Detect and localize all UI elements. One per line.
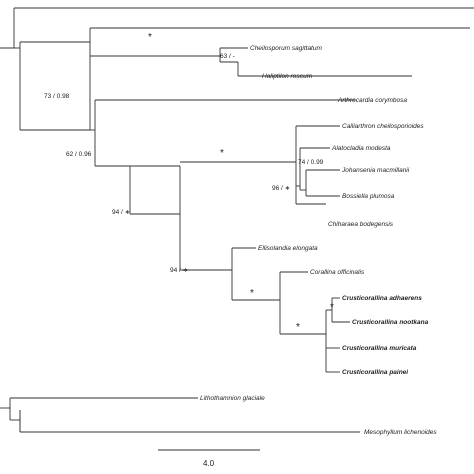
taxon-labels: Cheilosporum sagittatum Haliptilon roseu… <box>200 45 437 436</box>
support-value: 94 / ∗ <box>170 267 188 274</box>
support-value: 62 / 0.96 <box>66 151 92 158</box>
support-star: * <box>296 322 300 333</box>
taxon-label: Cheilosporum sagittatum <box>250 45 322 52</box>
taxon-label: Arthrocardia corymbosa <box>337 97 407 104</box>
support-value: 63 / - <box>220 53 235 60</box>
scale-bar-label: 4.0 <box>203 459 215 468</box>
support-value: 94 / ∗ <box>112 209 130 216</box>
taxon-label: Lithothamnion glaciale <box>200 395 265 402</box>
taxon-label-crusticorallina: Crusticorallina painei <box>342 369 408 376</box>
taxon-label: Chiharaea bodegensis <box>328 221 394 228</box>
taxon-label: Alatocladia modesta <box>331 145 391 152</box>
taxon-label: Mesophyllum lichenoides <box>364 429 437 436</box>
support-star: * <box>250 288 254 299</box>
support-star: * <box>148 32 152 43</box>
support-values: * 63 / - 73 / 0.98 62 / 0.96 * 74 / 0.99… <box>44 32 334 333</box>
taxon-label: Ellisolandia elongata <box>258 245 318 252</box>
support-star: * <box>330 302 334 313</box>
support-value: 74 / 0.99 <box>298 159 324 166</box>
taxon-label: Corallina officinalis <box>310 269 365 276</box>
support-star: * <box>220 148 224 159</box>
taxon-label-crusticorallina: Crusticorallina adhaerens <box>342 295 422 302</box>
taxon-label: Johansenia macmillanii <box>341 167 410 174</box>
scale-bar: 4.0 <box>158 449 260 468</box>
taxon-label-crusticorallina: Crusticorallina muricata <box>342 345 417 352</box>
taxon-label: Calliarthron cheilosporioides <box>342 123 424 130</box>
support-value: 96 / ∗ <box>272 185 290 192</box>
taxon-label: Bossiella plumosa <box>342 193 395 200</box>
support-value: 73 / 0.98 <box>44 93 70 100</box>
taxon-label-crusticorallina: Crusticorallina nootkana <box>352 319 429 326</box>
tree-branches <box>0 7 474 433</box>
taxon-label: Haliptilon roseum <box>262 73 313 80</box>
